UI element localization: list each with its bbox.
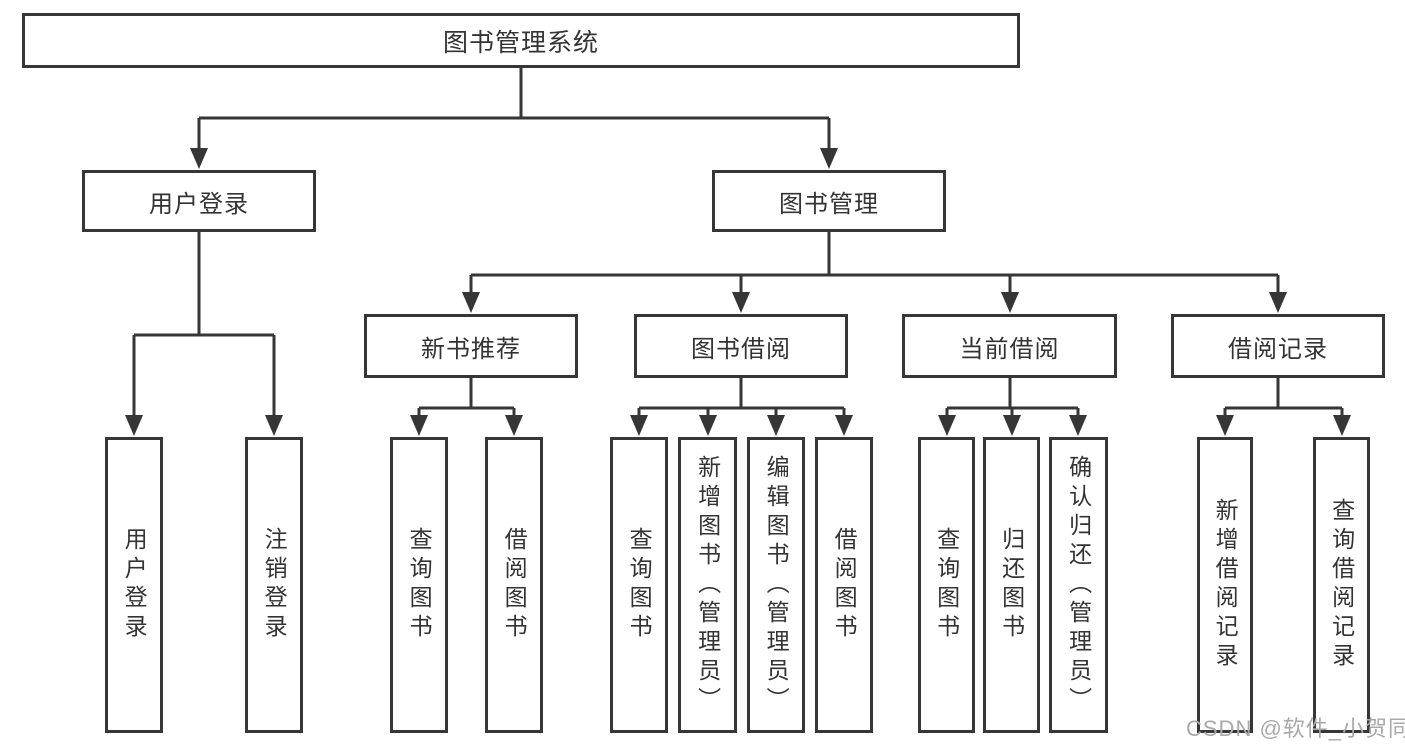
leaf-return-books-label: 归还图书 bbox=[998, 527, 1025, 643]
leaf-search-books-label: 查询图书 bbox=[406, 527, 433, 643]
leaf-search-books: 查询图书 bbox=[390, 437, 448, 733]
leaf-user-login-label: 用户登录 bbox=[121, 527, 148, 643]
leaf-user-login: 用户登录 bbox=[105, 437, 163, 733]
leaf-search-borrow-record: 查询借阅记录 bbox=[1313, 437, 1370, 733]
leaf-add-books-admin: 新增图书（管理员） bbox=[678, 437, 737, 733]
csdn-watermark: CSDN @软件_小贺同学 bbox=[1186, 716, 1405, 741]
node-user-login: 用户登录 bbox=[82, 170, 316, 232]
leaf-add-books-admin-label: 新增图书（管理员） bbox=[694, 454, 721, 716]
leaf-borrow-books: 借阅图书 bbox=[815, 437, 873, 733]
leaf-edit-books-admin: 编辑图书（管理员） bbox=[747, 437, 805, 733]
node-current-borrowing: 当前借阅 bbox=[902, 314, 1117, 378]
node-new-book-recommend: 新书推荐 bbox=[364, 314, 578, 378]
node-borrow-records: 借阅记录 bbox=[1171, 314, 1385, 378]
leaf-search-books-label: 查询图书 bbox=[626, 527, 653, 643]
leaf-edit-books-admin-label: 编辑图书（管理员） bbox=[763, 454, 790, 716]
leaf-borrow-books: 借阅图书 bbox=[485, 437, 543, 733]
node-root-system: 图书管理系统 bbox=[22, 13, 1020, 68]
leaf-return-books: 归还图书 bbox=[983, 437, 1040, 733]
leaf-new-borrow-record: 新增借阅记录 bbox=[1197, 437, 1253, 733]
leaf-new-borrow-record-label: 新增借阅记录 bbox=[1212, 498, 1239, 672]
leaf-borrow-books-label: 借阅图书 bbox=[501, 527, 528, 643]
leaf-search-books: 查询图书 bbox=[610, 437, 668, 733]
leaf-logout-label: 注销登录 bbox=[261, 527, 288, 643]
leaf-confirm-return-admin-label: 确认归还（管理员） bbox=[1065, 454, 1092, 716]
leaf-search-borrow-record-label: 查询借阅记录 bbox=[1328, 498, 1355, 672]
leaf-logout: 注销登录 bbox=[245, 437, 303, 733]
leaf-search-books-label: 查询图书 bbox=[933, 527, 960, 643]
leaf-search-books: 查询图书 bbox=[918, 437, 975, 733]
node-book-borrowing: 图书借阅 bbox=[634, 314, 848, 378]
node-book-management: 图书管理 bbox=[712, 170, 946, 232]
leaf-borrow-books-label: 借阅图书 bbox=[831, 527, 858, 643]
leaf-confirm-return-admin: 确认归还（管理员） bbox=[1049, 437, 1108, 733]
